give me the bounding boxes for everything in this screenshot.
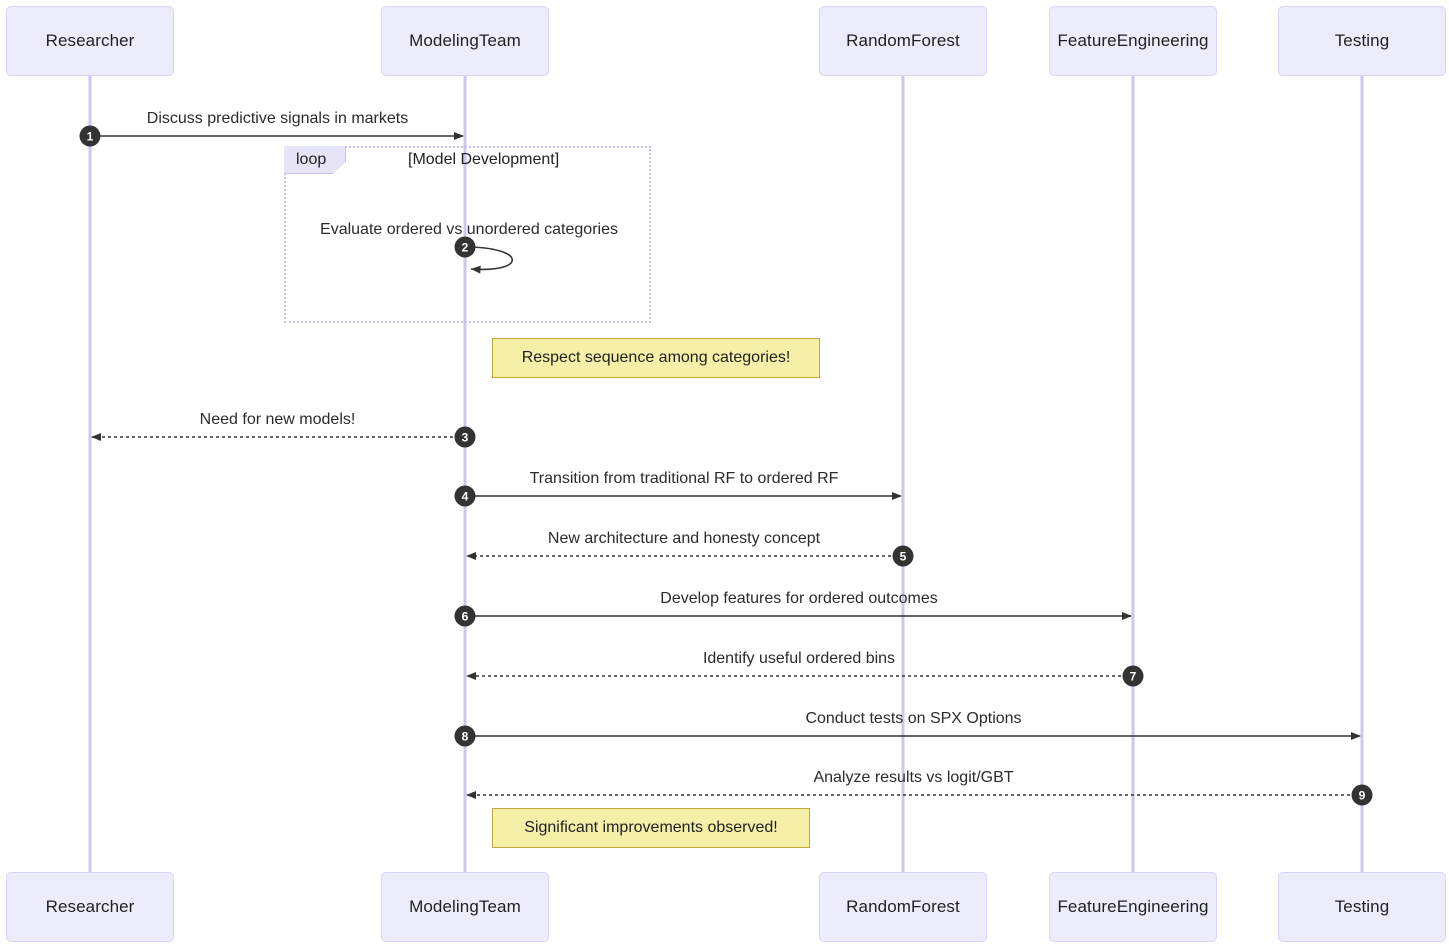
note-significant-improvements-text: Significant improvements observed!: [524, 819, 778, 836]
participant-box-modelingteam-bottom[interactable]: ModelingTeam: [381, 872, 549, 942]
message-label-9: Analyze results vs logit/GBT: [813, 769, 1014, 786]
note-respect-sequence-text: Respect sequence among categories!: [521, 349, 791, 366]
message-label-5: New architecture and honesty concept: [547, 530, 821, 547]
sequence-badge-2: 2: [454, 236, 476, 258]
participant-label-featureengineering: FeatureEngineering: [1057, 31, 1209, 50]
loop-tag-label: loop: [296, 150, 327, 168]
sequence-number-8: 8: [462, 730, 469, 744]
note-significant-improvements: Significant improvements observed!: [492, 808, 810, 848]
loop-fragment-tag: loop: [284, 146, 346, 174]
sequence-badge-4: 4: [454, 485, 476, 507]
participant-box-randomforest-top[interactable]: RandomForest: [819, 6, 987, 76]
sequence-number-5: 5: [900, 550, 907, 564]
sequence-number-3: 3: [462, 431, 469, 445]
participant-label-modelingteam: ModelingTeam: [409, 897, 521, 916]
sequence-badge-6: 6: [454, 605, 476, 627]
participant-box-researcher-bottom[interactable]: Researcher: [6, 872, 174, 942]
participant-label-modelingteam: ModelingTeam: [409, 31, 521, 50]
message-label-4: Transition from traditional RF to ordere…: [529, 470, 839, 487]
participant-box-testing-bottom[interactable]: Testing: [1278, 872, 1446, 942]
participant-box-testing-top[interactable]: Testing: [1278, 6, 1446, 76]
participant-label-featureengineering: FeatureEngineering: [1057, 897, 1209, 916]
sequence-badge-8: 8: [454, 725, 476, 747]
participant-box-modelingteam-top[interactable]: ModelingTeam: [381, 6, 549, 76]
participant-box-researcher-top[interactable]: Researcher: [6, 6, 174, 76]
participant-label-researcher: Researcher: [45, 897, 135, 916]
participant-box-featureengineering-bottom[interactable]: FeatureEngineering: [1049, 872, 1217, 942]
message-label-3: Need for new models!: [199, 411, 356, 428]
sequence-number-badges-group: 1 2 3 4 5 6 7 8 9: [79, 125, 1373, 806]
sequence-badge-5: 5: [892, 545, 914, 567]
message-label-6: Develop features for ordered outcomes: [660, 590, 938, 607]
sequence-number-9: 9: [1359, 789, 1366, 803]
sequence-number-6: 6: [462, 610, 469, 624]
participant-box-randomforest-bottom[interactable]: RandomForest: [819, 872, 987, 942]
participant-label-researcher: Researcher: [45, 31, 135, 50]
sequence-number-7: 7: [1130, 670, 1137, 684]
sequence-badge-7: 7: [1122, 665, 1144, 687]
sequence-number-1: 1: [87, 130, 94, 144]
message-label-8: Conduct tests on SPX Options: [805, 710, 1022, 727]
message-label-2: Evaluate ordered vs unordered categories: [320, 221, 618, 238]
sequence-badge-3: 3: [454, 426, 476, 448]
sequence-number-4: 4: [462, 490, 469, 504]
message-arrow-2: [464, 246, 513, 274]
message-arrows-group: [90, 132, 1362, 799]
participant-label-testing: Testing: [1334, 31, 1390, 50]
participant-label-testing: Testing: [1334, 897, 1390, 916]
loop-fragment-box: [284, 146, 651, 323]
sequence-badge-9: 9: [1351, 784, 1373, 806]
note-respect-sequence: Respect sequence among categories!: [492, 338, 820, 378]
participant-box-featureengineering-top[interactable]: FeatureEngineering: [1049, 6, 1217, 76]
loop-fragment-title: [Model Development]: [408, 151, 560, 168]
sequence-badge-1: 1: [79, 125, 101, 147]
message-label-7: Identify useful ordered bins: [702, 650, 896, 667]
participant-label-randomforest: RandomForest: [846, 31, 960, 50]
sequence-number-2: 2: [462, 241, 469, 255]
participant-label-randomforest: RandomForest: [846, 897, 960, 916]
message-label-1: Discuss predictive signals in markets: [146, 110, 409, 127]
